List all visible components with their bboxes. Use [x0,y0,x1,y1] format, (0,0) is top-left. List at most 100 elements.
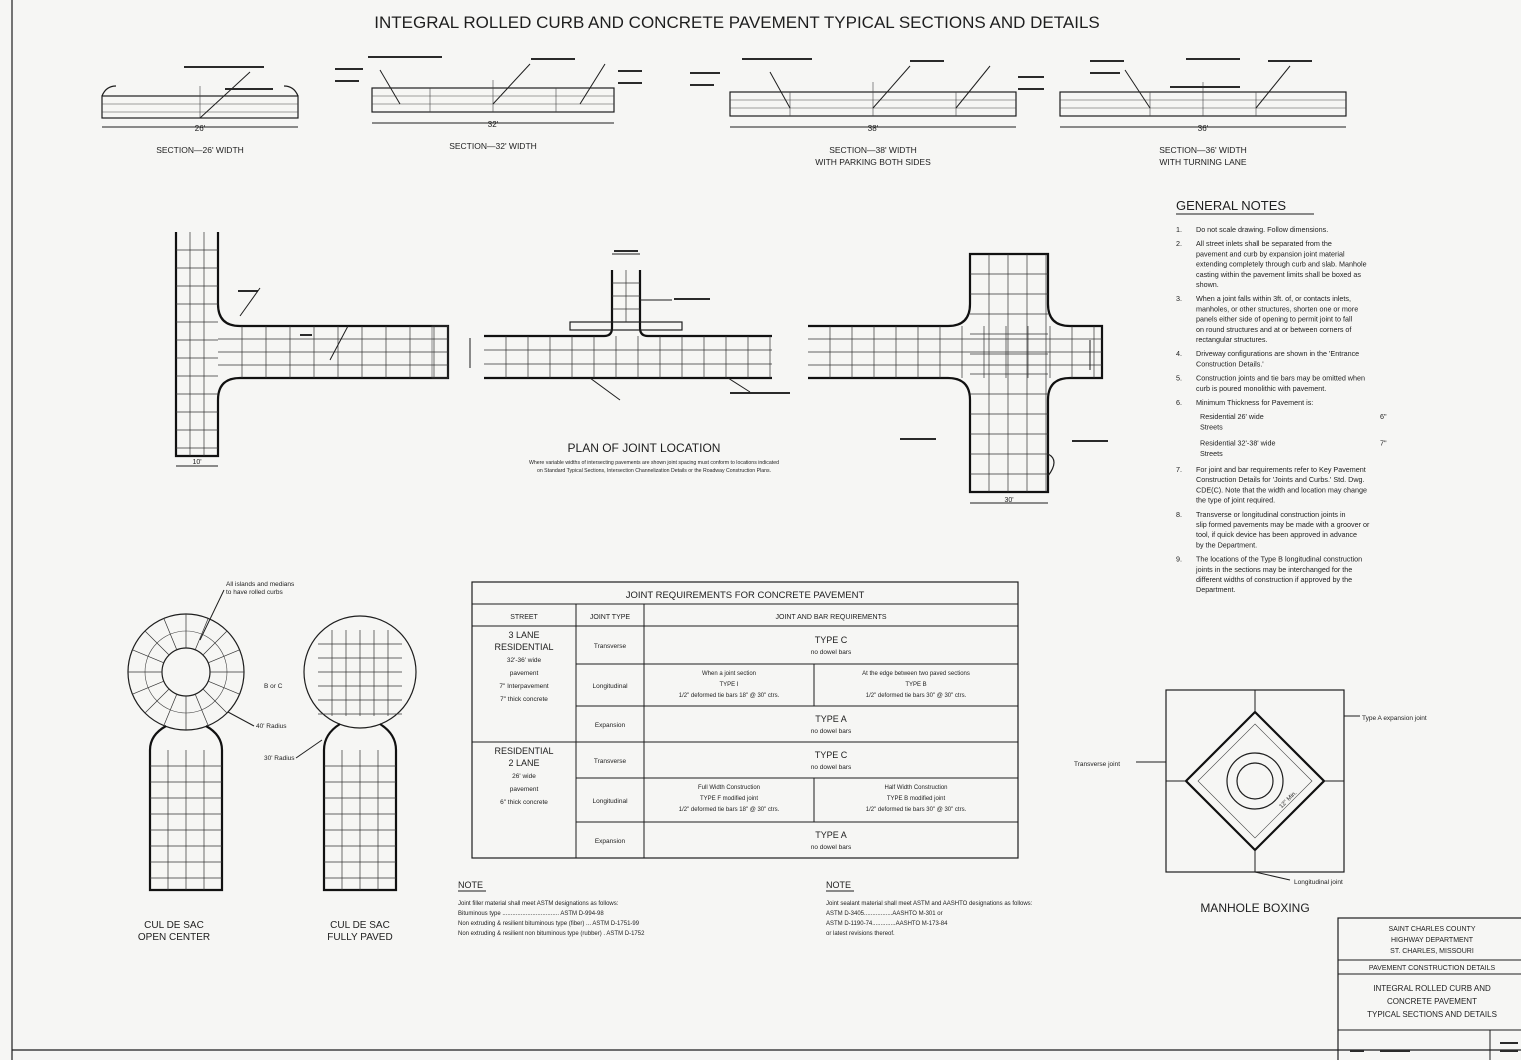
general-note-line: by the Department. [1196,540,1257,549]
general-note-number: 9. [1176,555,1182,564]
joint-requirements-table: JOINT REQUIREMENTS FOR CONCRETE PAVEMENT… [471,581,1019,859]
joint-table-joint-type: Longitudinal [592,683,628,690]
section-38-sublabel: WITH PARKING BOTH SIDES [815,157,931,167]
manhole-callout-dim: 12" Min. [1279,790,1299,810]
manhole-callout-bottom: Longitudinal joint [1294,879,1343,886]
note-left-line: Non extruding & resilient bituminous typ… [458,921,640,927]
plan-offset-t [484,250,790,401]
plan-cross-intersection: 30' [808,252,1108,504]
thickness-row-desc2: Streets [1200,422,1223,431]
note-right-line: ASTM D-1190-74..............AASHTO M-173… [826,921,948,927]
manhole-boxing: Type A expansion joint Transverse joint … [1074,689,1427,915]
joint-table-street: RESIDENTIAL [494,746,553,756]
general-note-number: 1. [1176,225,1182,234]
general-note-number: 8. [1176,510,1182,519]
joint-table-joint-type: Longitudinal [592,798,628,805]
general-note-number: 6. [1176,398,1182,407]
joint-table-header-type: JOINT TYPE [590,614,631,621]
joint-table-joint-type: Transverse [594,758,627,765]
general-note-line: tool, if quick device has been approved … [1196,530,1357,539]
general-note-number: 5. [1176,374,1182,383]
general-note-line: shown. [1196,280,1219,289]
general-note-line: The locations of the Type B longitudinal… [1196,555,1362,564]
cul-de-sac-paved-label-1: CUL DE SAC [330,920,390,931]
title-block-agency-1: SAINT CHARLES COUNTY [1389,926,1476,933]
general-note-number: 2. [1176,239,1182,248]
joint-table-street: 7" thick concrete [500,696,548,703]
title-block-drawing-3: TYPICAL SECTIONS AND DETAILS [1367,1010,1497,1019]
note-right-heading: NOTE [826,880,851,890]
joint-table-requirement: TYPE C [815,750,848,760]
joint-table-requirement: TYPE A [815,830,847,840]
general-note-line: pavement and curb by expansion joint mat… [1196,249,1345,258]
joint-table-joint-type: Expansion [595,838,626,845]
cul-de-sac-callout-bc: B or C [264,683,283,690]
joint-table-requirement-right: At the edge between two paved sections [862,671,970,677]
joint-table-requirement: no dowel bars [811,728,852,735]
section-26-dim: 26' [195,124,206,133]
general-note-line: Minimum Thickness for Pavement is: [1196,398,1313,407]
title-block-agency-3: ST. CHARLES, MISSOURI [1390,948,1474,955]
section-32-label: SECTION—32' WIDTH [449,141,537,151]
joint-table-header-street: STREET [510,614,538,621]
section-36-sublabel: WITH TURNING LANE [1159,157,1247,167]
general-note-line: rectangular structures. [1196,335,1268,344]
note-left-line: Bituminous type ........................… [458,911,604,917]
note-joint-filler: NOTE Joint filler material shall meet AS… [458,880,645,937]
cul-de-sac-callout-top: All islands and medians [226,581,295,588]
cul-de-sac-open-center: CUL DE SAC OPEN CENTER All islands and m… [127,581,295,943]
joint-table-street: RESIDENTIAL [494,642,553,652]
general-note-line: Construction Details.' [1196,359,1264,368]
joint-table-requirement: no dowel bars [811,649,852,656]
thickness-row-desc: Residential 26' wide [1200,412,1264,421]
manhole-callout-right: Type A expansion joint [1362,715,1427,722]
general-note-line: All street inlets shall be separated fro… [1196,239,1332,248]
joint-table-requirement-left: TYPE I [719,682,738,688]
section-38: 38' SECTION—38' WIDTH WITH PARKING BOTH … [690,58,1044,167]
section-32-dim: 32' [488,120,499,129]
general-note-line: Driveway configurations are shown in the… [1196,349,1359,358]
manhole-title: MANHOLE BOXING [1200,901,1309,915]
joint-table-requirement-right: 1/2" deformed tie bars 30" @ 30" ctrs. [866,807,967,813]
joint-table-street: 7" Interpavement [499,683,548,690]
section-36-dim: 36' [1198,124,1209,133]
joint-table-requirement-right: 1/2" deformed tie bars 30" @ 30" ctrs. [866,693,967,699]
joint-table-street: 2 LANE [508,758,539,768]
general-note-line: extending completely through curb and sl… [1196,260,1367,269]
general-note-line: CDE(C). Note that the width and location… [1196,485,1367,494]
section-36: 36' SECTION—36' WIDTH WITH TURNING LANE [1059,58,1347,167]
general-note-number: 4. [1176,349,1182,358]
plan-title: PLAN OF JOINT LOCATION [568,441,721,455]
note-left-line: Non extruding & resilient non bituminous… [458,931,645,937]
sheet-title: INTEGRAL ROLLED CURB AND CONCRETE PAVEME… [374,13,1100,32]
thickness-row-desc: Residential 32'-38' wide [1200,439,1275,448]
general-note-number: 7. [1176,465,1182,474]
general-note-line: Do not scale drawing. Follow dimensions. [1196,225,1328,234]
general-notes-heading: GENERAL NOTES [1176,198,1286,213]
general-note-line: For joint and bar requirements refer to … [1196,465,1366,474]
general-note-line: curb is poured monolithic with pavement. [1196,384,1326,393]
section-38-dim: 38' [868,124,879,133]
svg-text:10': 10' [192,459,201,466]
joint-table-street: pavement [510,786,539,793]
general-note-line: panels either side of opening to permit … [1196,315,1353,324]
note-right-line: Joint sealant material shall meet ASTM a… [826,901,1033,907]
cul-de-sac-radius-inner: 30' Radius [264,755,295,762]
title-block-category: PAVEMENT CONSTRUCTION DETAILS [1369,965,1496,972]
general-note-number: 3. [1176,294,1182,303]
cul-de-sac-open-label-1: CUL DE SAC [144,920,204,931]
general-note-line: Transverse or longitudinal construction … [1196,510,1346,519]
joint-table-joint-type: Transverse [594,643,627,650]
plan-t-intersection: 10' [174,232,471,467]
joint-table-requirement-left: 1/2" deformed tie bars 18" @ 30" ctrs. [679,693,780,699]
title-block-drawing-1: INTEGRAL ROLLED CURB AND [1373,984,1491,993]
title-block: SAINT CHARLES COUNTY HIGHWAY DEPARTMENT … [1337,917,1521,1060]
joint-table-street: 32'-36' wide [507,657,542,664]
general-note-line: slip formed pavements may be made with a… [1196,520,1370,529]
thickness-row-value: 6" [1380,412,1387,421]
joint-table-requirement-left: TYPE F modified joint [700,796,758,802]
note-right-line: ASTM D-3405.................AASHTO M-301… [826,911,943,917]
general-note-line: casting within the pavement limits shall… [1196,270,1361,279]
joint-table-requirement-left: 1/2" deformed tie bars 18" @ 30" ctrs. [679,807,780,813]
